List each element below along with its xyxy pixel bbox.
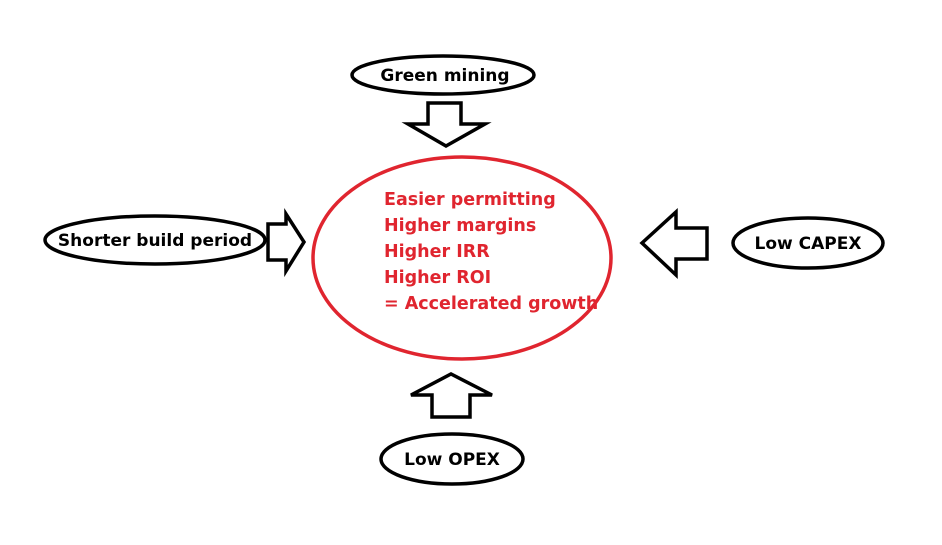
node-green-mining-label: Green mining — [380, 66, 509, 86]
center-line-higher-roi: Higher ROI — [384, 268, 491, 288]
node-shorter-build-period-label: Shorter build period — [58, 231, 252, 251]
node-low-capex-outline — [731, 216, 885, 270]
center-outcomes-outline — [311, 155, 613, 361]
node-low-capex-label: Low CAPEX — [755, 234, 862, 254]
node-green-mining-outline — [350, 54, 536, 96]
center-outcomes: Easier permitting Higher margins Higher … — [311, 155, 613, 361]
node-low-opex: Low OPEX — [379, 432, 525, 486]
node-green-mining: Green mining — [350, 54, 536, 96]
center-line-easier-permitting: Easier permitting — [384, 190, 556, 210]
center-line-accelerated-growth: = Accelerated growth — [384, 294, 598, 314]
node-shorter-build-period-outline — [43, 214, 267, 266]
node-shorter-build-period: Shorter build period — [43, 214, 267, 266]
node-low-opex-label: Low OPEX — [404, 450, 500, 470]
arrow-up-from-low-opex — [410, 372, 493, 419]
arrow-left-from-low-capex — [639, 208, 709, 280]
arrow-down-from-green-mining — [401, 101, 492, 149]
center-line-higher-margins: Higher margins — [384, 216, 536, 236]
arrow-right-from-shorter-build-period — [266, 208, 307, 278]
node-low-opex-outline — [379, 432, 525, 486]
center-line-higher-irr: Higher IRR — [384, 242, 490, 262]
node-low-capex: Low CAPEX — [731, 216, 885, 270]
